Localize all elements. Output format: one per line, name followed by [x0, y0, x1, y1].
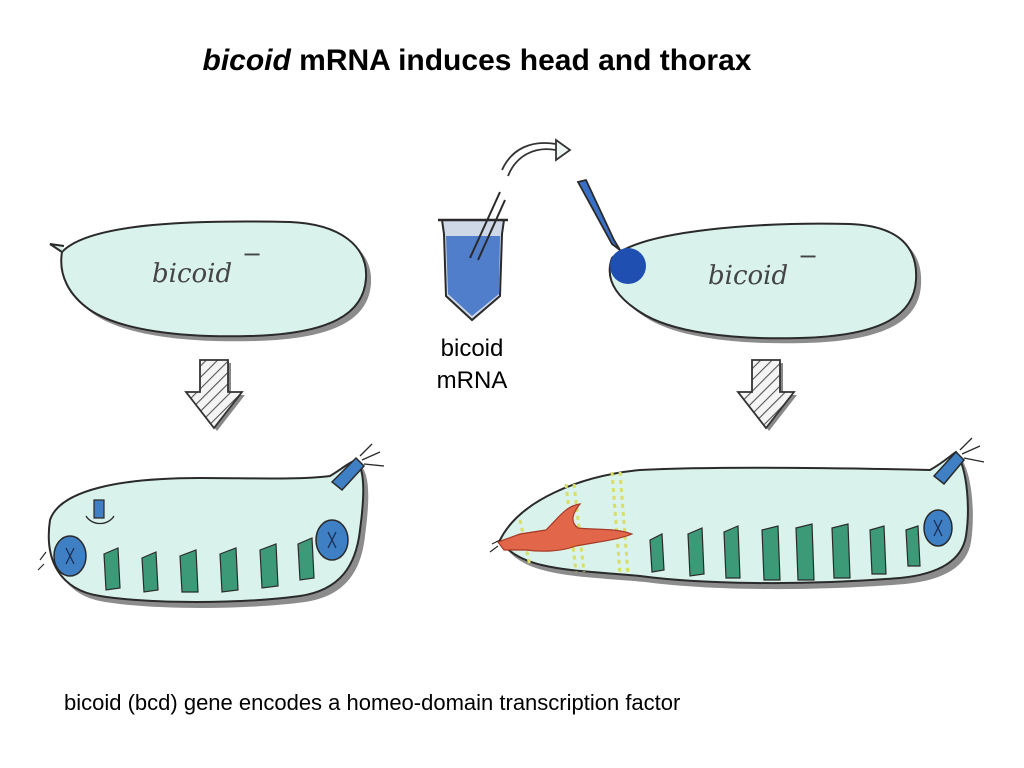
mrna-label-line1: bicoid — [440, 335, 504, 362]
title-rest: mRNA induces head and thorax — [290, 44, 752, 77]
right-egg-superscript: − — [798, 242, 818, 270]
mrna-label: bicoid mRNA — [412, 333, 532, 397]
right-egg: bicoid − — [608, 222, 922, 344]
right-larva — [489, 437, 985, 590]
right-down-arrow — [736, 359, 797, 431]
injection-spot — [610, 248, 646, 284]
left-egg-superscript: − — [242, 240, 262, 268]
left-egg: bicoid − — [49, 220, 372, 342]
injection-needle — [576, 178, 621, 251]
left-larva — [37, 443, 385, 608]
transfer-arrow — [501, 138, 572, 177]
mrna-label-line2: mRNA — [436, 367, 508, 394]
caption: bicoid (bcd) gene encodes a homeo-domain… — [64, 690, 681, 715]
mrna-tube — [438, 191, 508, 322]
left-down-arrow — [184, 359, 245, 431]
slide-title: bicoid mRNA induces head and thorax — [0, 44, 954, 78]
left-egg-label: bicoid — [152, 259, 232, 289]
right-egg-label: bicoid — [708, 261, 788, 291]
title-italic: bicoid — [202, 44, 291, 77]
